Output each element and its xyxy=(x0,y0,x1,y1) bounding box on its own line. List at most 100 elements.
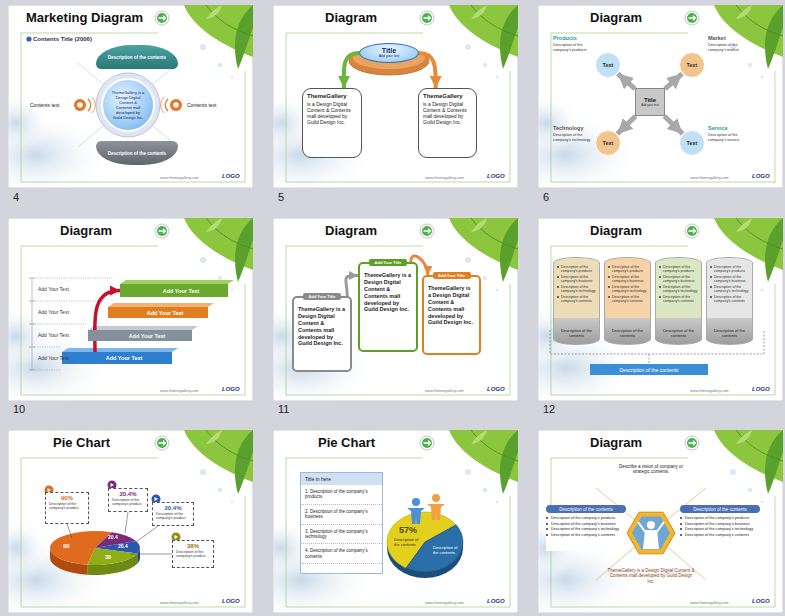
node-text: Description of the contents xyxy=(546,505,626,513)
node-text: ThemeGallery xyxy=(307,93,357,101)
text-label: Contents Title (2006) xyxy=(33,36,133,43)
text-label: www.themegallery.com xyxy=(160,176,220,181)
text-label: Description of the company's products xyxy=(553,43,593,52)
list-item: Description of the company's products xyxy=(659,265,698,273)
step-bar: Add Your Text xyxy=(88,330,192,341)
text-circle: Text xyxy=(679,52,705,78)
list-item: Description of the company's products xyxy=(710,265,749,273)
text-label: Technology xyxy=(553,125,593,132)
node-text: Description of the contents xyxy=(659,329,698,339)
list-item: Description of the company's contents xyxy=(546,533,626,538)
text-label: Description of the contents xyxy=(394,538,424,548)
list-item: Description of the company's contents xyxy=(659,295,698,303)
slide-panel: Pie ChartTitle in here1. Description of … xyxy=(273,430,518,613)
list-item: Description of the company's business xyxy=(546,522,626,527)
node-text: Add Your Title xyxy=(303,293,341,300)
node-text: ThemeGallery is a Design Digital Content… xyxy=(364,272,412,313)
text-label: www.themegallery.com xyxy=(690,601,750,606)
text-label: Describe a vision of company or strategi… xyxy=(610,464,692,475)
text-label: LOGO xyxy=(487,598,511,605)
text-label: 57% xyxy=(399,525,423,536)
step-bar: Add Your Text xyxy=(120,284,228,297)
callout-box: 38%Description of the company's product. xyxy=(172,540,214,568)
text-label: LOGO xyxy=(752,598,776,605)
slide-panel: DiagramDescription of the contentsDescri… xyxy=(538,430,783,613)
list-item: Description of the company's products xyxy=(680,516,760,521)
title-ellipse: TitleAdd your text xyxy=(359,43,419,63)
text-label: Add Your Text xyxy=(38,286,78,292)
text-label: ThemeGallery is a Design Digital Content… xyxy=(606,568,696,584)
text-label: 6 xyxy=(543,191,563,204)
list-item: 2. Description of the company's business xyxy=(301,505,382,525)
list-panel: Description of the contentsDescription o… xyxy=(546,505,626,551)
node-text: is a Design Digital Content & Contents m… xyxy=(307,101,357,126)
slide-title: Diagram xyxy=(590,11,642,25)
text-label: Add Your Text xyxy=(38,332,78,338)
node-text: Text xyxy=(603,140,614,146)
connector-arrow xyxy=(664,116,682,134)
list-item: Description of the company's business xyxy=(608,275,647,283)
slide-panel: DiagramAdd Your TextAdd Your TextAdd You… xyxy=(8,218,253,401)
connector-arrow xyxy=(419,53,436,88)
text-label: www.themegallery.com xyxy=(425,601,485,606)
text-label: Description of the company's technology xyxy=(553,133,593,142)
titled-box: Add Your TitleThemeGallery is a Design D… xyxy=(292,296,352,372)
cylinder: Description of the company's productsDes… xyxy=(604,257,651,345)
list-item: Description of the company's technology xyxy=(546,527,626,532)
connector-arrow xyxy=(95,291,120,353)
node-text: Add Your Text xyxy=(129,333,166,339)
text-label: 12 xyxy=(543,403,563,416)
slide-title: Diagram xyxy=(60,224,112,238)
text-circle: Text xyxy=(595,130,621,156)
node-text: is a Design Digital Content & Contents m… xyxy=(423,101,472,126)
arc-band: Description of the contents xyxy=(96,141,178,165)
node-text: Add your text xyxy=(641,104,659,107)
node-text: 38% xyxy=(176,543,210,550)
node-text: 20.4% xyxy=(112,491,144,498)
node-text: Title xyxy=(382,47,396,55)
rounded-box: ThemeGalleryis a Design Digital Content … xyxy=(302,88,362,158)
text-label: Add Your Text xyxy=(38,309,78,315)
text-label: www.themegallery.com xyxy=(425,176,485,181)
text-label: Add Your Text xyxy=(38,355,78,361)
text-label: 20.4 xyxy=(118,543,132,549)
list-panel: Description of the contentsDescription o… xyxy=(680,505,760,551)
text-label: 38 xyxy=(105,554,117,561)
text-label: Contents text xyxy=(30,102,72,108)
list-item: Description of the company's technology xyxy=(659,285,698,293)
connector-arrow xyxy=(617,116,635,134)
text-label: 4 xyxy=(13,191,33,204)
list-item: Description of the company's business xyxy=(659,275,698,283)
text-label: Description of the contents xyxy=(433,546,461,556)
text-label: 11 xyxy=(278,403,298,416)
callout-box: 20.4%Description of the company's produc… xyxy=(152,502,194,526)
step-bar: Add Your Text xyxy=(108,307,208,318)
slide-panel: DiagramTitleAdd your textThemeGalleryis … xyxy=(273,5,518,188)
slide-title: Diagram xyxy=(325,224,377,238)
slide-panel: Pie Chart90%Description of the company's… xyxy=(8,430,253,613)
text-circle: Text xyxy=(679,130,705,156)
node-text: Description of the contents xyxy=(680,505,760,513)
node-text: Description of the contents xyxy=(108,151,166,156)
text-label: www.themegallery.com xyxy=(425,389,485,394)
text-label: Products xyxy=(553,35,593,42)
slide-panel: Marketing DiagramDescription of the cont… xyxy=(8,5,253,188)
text-label: Service xyxy=(708,125,753,132)
titled-box: Add Your TitleThemeGallery is a Design D… xyxy=(422,275,481,355)
list-item: Description of the company's contents xyxy=(557,295,596,303)
arc-band: Description of the contents xyxy=(96,45,178,69)
list-item: Description of the company's contents xyxy=(680,533,760,538)
list-item: 4. Description of the company's contents xyxy=(301,544,382,564)
node-text: Description of the contents xyxy=(608,329,647,339)
slide-title: Pie Chart xyxy=(318,436,375,450)
callout-box: 90%Description of the company's product. xyxy=(45,492,89,524)
node-text: Title in here xyxy=(301,473,382,485)
list-item: Description of the company's products xyxy=(557,265,596,273)
text-circle: Text xyxy=(595,52,621,78)
cylinder: Description of the company's productsDes… xyxy=(706,257,753,345)
text-label: 5 xyxy=(278,191,298,204)
node-text: ThemeGallery xyxy=(423,93,472,101)
node-text: Title xyxy=(644,97,656,104)
summary-bar: Description of the contents xyxy=(590,364,708,375)
